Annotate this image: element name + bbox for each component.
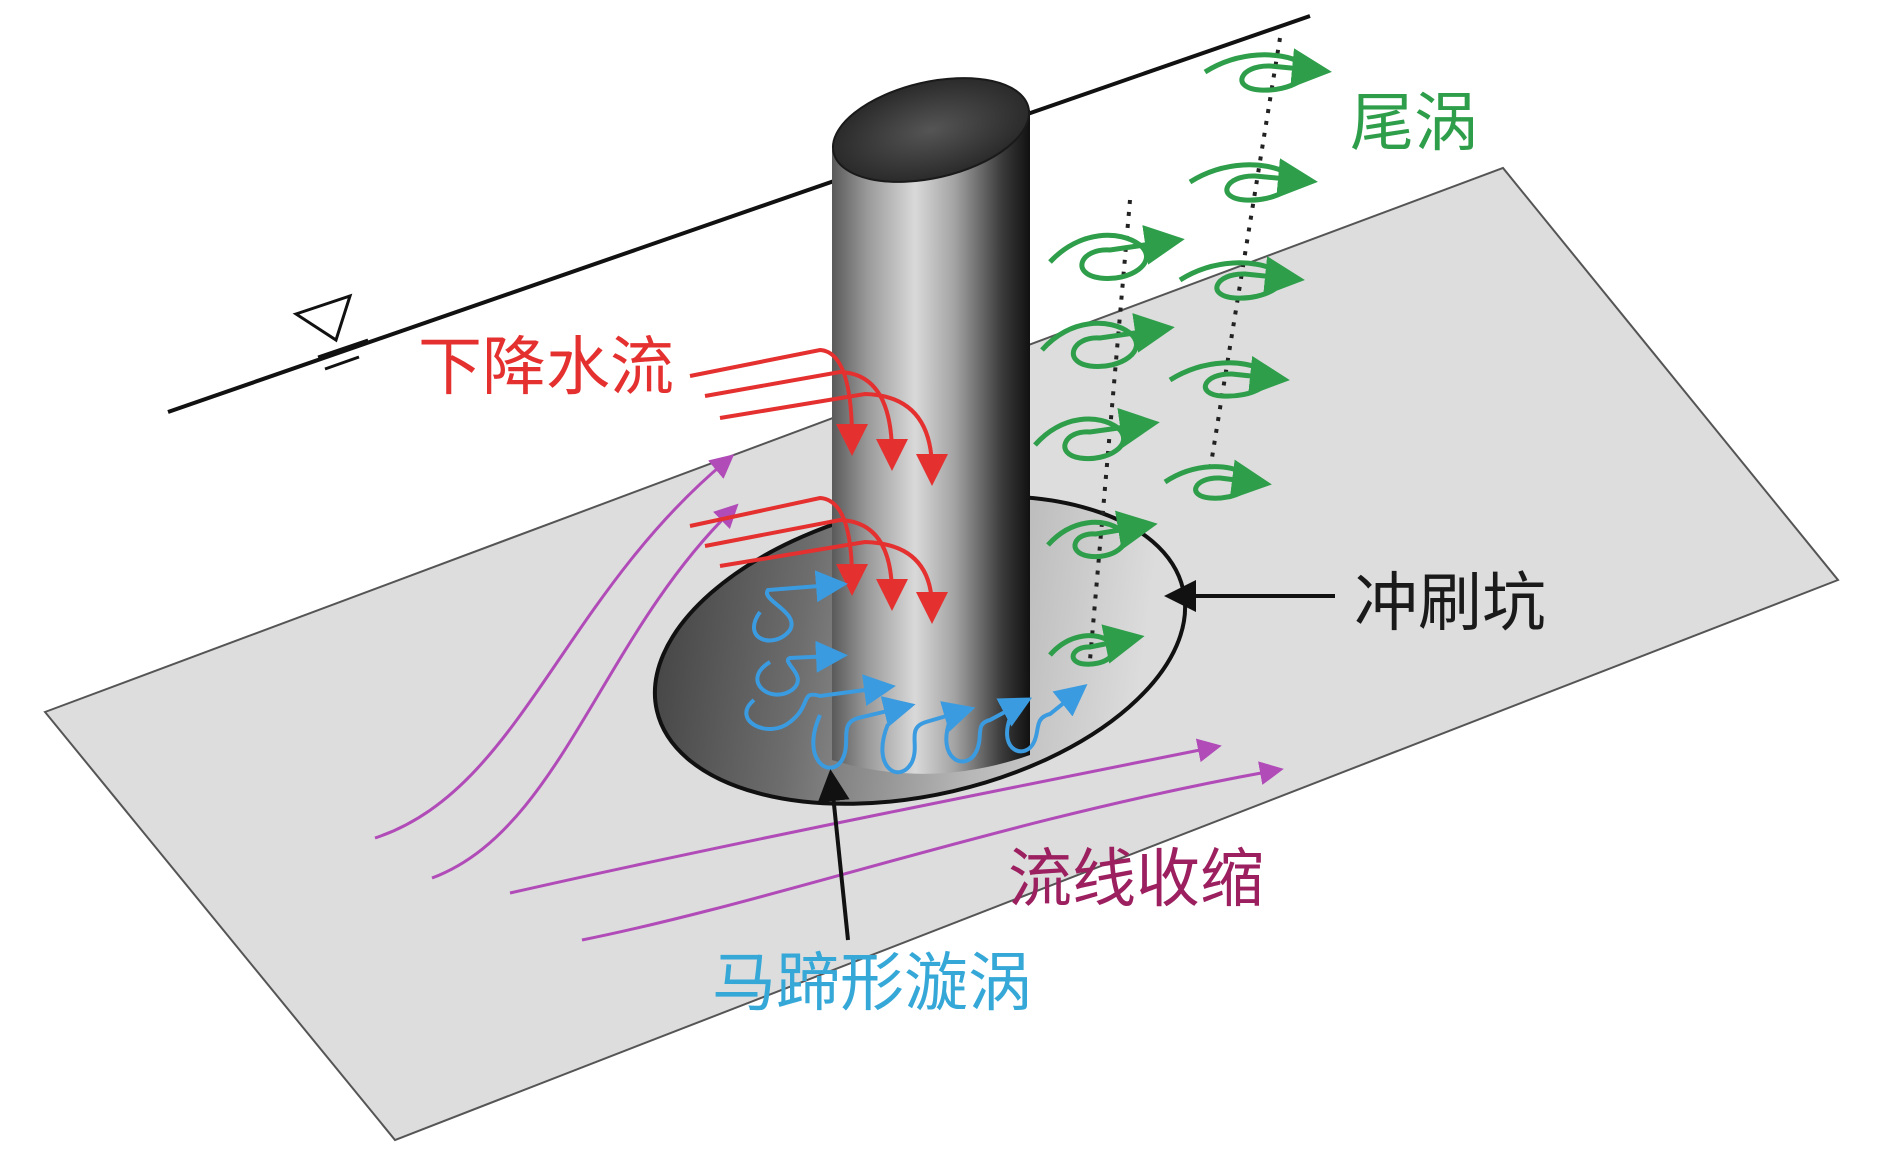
horseshoe-leader-arrow [817, 769, 850, 941]
streamlines [374, 454, 1284, 942]
streamline [509, 738, 1222, 895]
wake-vortex [1163, 459, 1272, 501]
downflow-arrows [689, 347, 948, 624]
wake-vortices [1033, 48, 1332, 667]
water-surface-line [167, 14, 1311, 414]
downflow-arrow [689, 347, 868, 456]
downflow-arrow [689, 495, 868, 596]
downflow-arrow [704, 517, 908, 611]
wake-vortex [1048, 225, 1185, 282]
wake-vortex [1048, 624, 1145, 667]
scour-hole-label: 冲刷坑 [1354, 567, 1546, 641]
horseshoe-vortex-label: 马蹄形漩涡 [712, 947, 1032, 1021]
streamline [431, 503, 739, 880]
downflow-arrow [719, 539, 948, 624]
horseshoe-vortices [744, 570, 1088, 775]
horseshoe-vortex [752, 570, 848, 643]
streamline [581, 761, 1284, 942]
streamline [374, 454, 735, 840]
downflow-label: 下降水流 [418, 331, 674, 405]
horseshoe-vortex [811, 696, 916, 770]
downflow-arrow [719, 391, 948, 486]
horseshoe-vortex [755, 640, 848, 697]
downflow-arrow [704, 369, 908, 471]
wake-vortex [1168, 356, 1290, 399]
streamline-contraction-label: 流线收缩 [1008, 843, 1264, 917]
wake-vortex [1046, 510, 1158, 560]
wake-axis [1208, 37, 1282, 471]
wake-vortex [1188, 158, 1318, 203]
wake-vortex [1033, 407, 1160, 462]
wake-vortex-label: 尾涡 [1350, 87, 1478, 161]
wake-vortex [1203, 48, 1332, 93]
water-level-triangle-icon [292, 293, 369, 371]
horseshoe-vortex [744, 674, 896, 732]
horseshoe-vortex [880, 701, 976, 775]
leader-arrows [817, 580, 1335, 941]
horseshoe-vortex [944, 697, 1033, 764]
wake-vortex [1178, 256, 1305, 301]
horseshoe-vortex [1005, 684, 1088, 754]
bridge-pier [831, 77, 1031, 774]
wake-vortex [1040, 313, 1175, 370]
